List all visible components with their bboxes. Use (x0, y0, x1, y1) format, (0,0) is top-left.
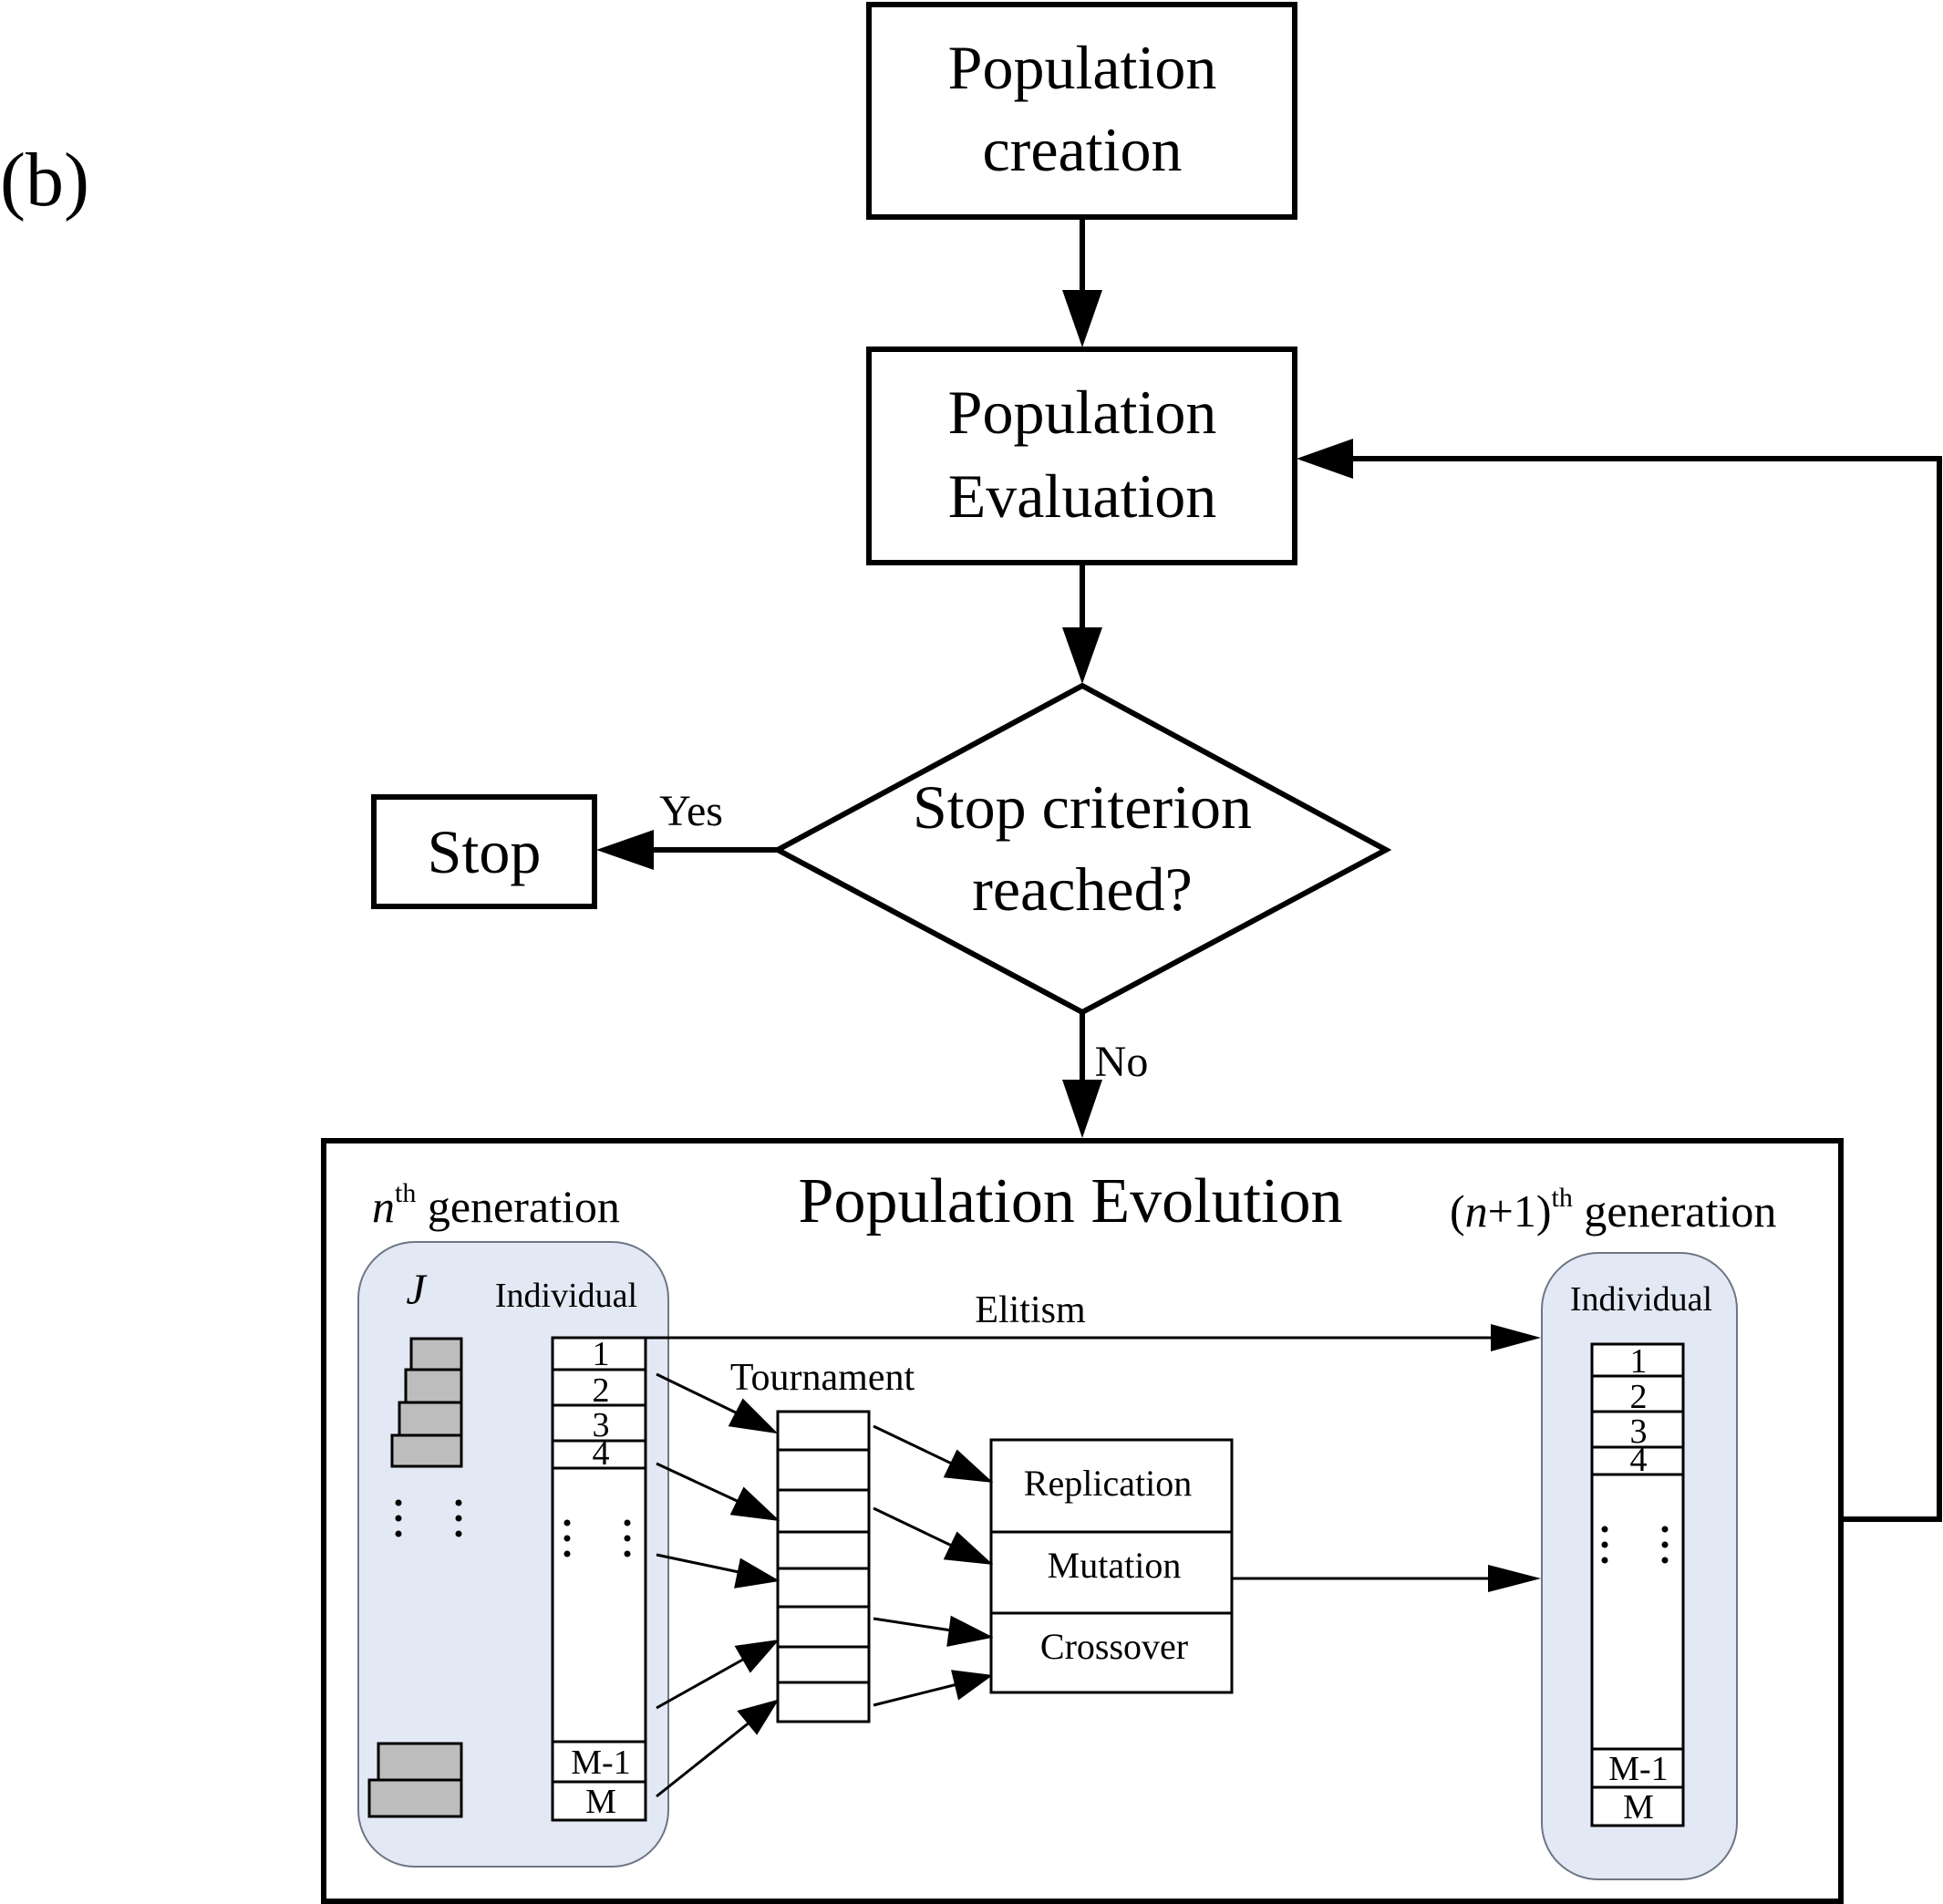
nth-individual-column (551, 1336, 647, 1822)
next-generation-label: (n+1)th generation (1450, 1183, 1776, 1237)
operator-arrows (873, 1424, 994, 1707)
selection-arrows (656, 1372, 780, 1798)
next-individual-2: 2 (1630, 1378, 1648, 1416)
job-stack-bottom (367, 1742, 463, 1818)
decision-label-1: Stop criterion (913, 772, 1252, 842)
feedback-loop-line (1349, 456, 1942, 1522)
job-stack-top (390, 1337, 463, 1468)
next-individual-m-1: M-1 (1608, 1750, 1668, 1788)
operator-mutation: Mutation (1048, 1545, 1182, 1586)
arrowhead-yes-to-stop (596, 830, 654, 870)
nth-individual-label: Individual (495, 1277, 637, 1315)
nth-individual-3: 3 (593, 1406, 610, 1444)
job-stack-dots (395, 1499, 462, 1537)
stop-label: Stop (428, 817, 542, 886)
j-label: J (406, 1266, 428, 1314)
nth-individual-4: 4 (593, 1434, 610, 1473)
arrowhead-evaluation-to-decision (1062, 627, 1102, 684)
arrowhead-no-to-evolution (1062, 1080, 1102, 1138)
next-individual-m: M (1623, 1788, 1654, 1826)
operators-box (989, 1438, 1234, 1694)
elitism-label: Elitism (975, 1289, 1086, 1331)
evolution-title: Population Evolution (799, 1166, 1343, 1237)
feedback-loop-arrowhead (1297, 439, 1353, 479)
yes-label: Yes (659, 787, 723, 835)
nth-individual-2: 2 (593, 1371, 610, 1410)
evaluation-label-1: Population (948, 378, 1217, 447)
arrowhead-creation-to-evaluation (1062, 290, 1102, 347)
decision-label-2: reached? (972, 854, 1193, 924)
nth-individual-m: M (585, 1783, 616, 1821)
no-label: No (1095, 1038, 1149, 1086)
stop-box (371, 794, 597, 909)
next-individual-1: 1 (1630, 1342, 1648, 1381)
creation-box (866, 2, 1297, 220)
next-individual-4: 4 (1630, 1441, 1648, 1479)
tournament-label: Tournament (730, 1357, 915, 1399)
next-individual-label: Individual (1570, 1280, 1712, 1319)
nth-individual-m-1: M-1 (571, 1744, 630, 1782)
operator-replication: Replication (1024, 1463, 1192, 1504)
tournament-column (776, 1410, 871, 1723)
creation-label-1: Population (948, 33, 1217, 102)
next-individual-dots (1601, 1526, 1669, 1564)
nth-individual-dots (563, 1519, 631, 1557)
evaluation-box (866, 347, 1297, 565)
operator-crossover: Crossover (1040, 1626, 1188, 1667)
nth-generation-label: nth generation (372, 1178, 620, 1232)
nth-individual-1: 1 (593, 1335, 610, 1373)
elitism-arrowhead (1491, 1324, 1541, 1351)
panel-label: (b) (0, 138, 89, 222)
next-individual-3: 3 (1630, 1412, 1648, 1451)
offspring-arrowhead (1488, 1565, 1541, 1592)
evaluation-label-2: Evaluation (948, 461, 1217, 531)
creation-label-2: creation (983, 115, 1183, 184)
next-individual-column (1590, 1342, 1685, 1827)
decision-diamond (771, 682, 1392, 1016)
